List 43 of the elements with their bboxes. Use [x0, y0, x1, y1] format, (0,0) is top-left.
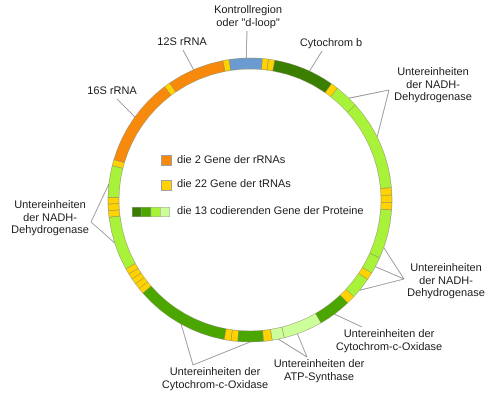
leader-line: [334, 314, 362, 328]
callout-label: Cytochrom b: [300, 37, 362, 50]
leader-line: [192, 342, 250, 366]
protein-gene-segment: [237, 330, 264, 342]
callout-label: 12S rRNA: [157, 36, 207, 48]
protein-gene-segment: [347, 104, 392, 189]
callout-label: Untereinheiten der NADH-Dehydrogenase: [393, 66, 473, 104]
legend-label: die 2 Gene der rRNAs: [177, 154, 286, 166]
leader-line: [180, 324, 194, 366]
leader-line: [90, 184, 110, 222]
callout-label: Untereinheiten der NADH-Dehydrogenase: [406, 262, 486, 300]
callout-label: Kontrollregion oder "d-loop": [209, 4, 287, 30]
protein-gene-segment: [362, 253, 380, 274]
protein-gene-segment: [281, 313, 322, 338]
leader-line: [348, 90, 390, 99]
leader-line: [116, 98, 136, 118]
callout-label: Untereinheiten der ATP-Synthase: [271, 358, 367, 383]
leader-line: [309, 50, 322, 72]
protein-gene-segment: [142, 286, 226, 340]
protein-gene-segment: [108, 216, 136, 270]
leader-line: [246, 30, 248, 58]
callout-label: Untereinheiten der Cytochrom-c-Oxidase: [335, 328, 443, 353]
leader-line: [278, 338, 308, 358]
leader-line: [182, 50, 194, 70]
rrna-gene-segment: [169, 60, 226, 92]
protein-gene-segment: [369, 208, 392, 258]
callout-label: 16S rRNA: [87, 85, 137, 98]
protein-gene-segment: [108, 165, 124, 198]
callout-label: Untereinheiten der Cytochrom-c-Oxidase: [161, 366, 269, 391]
protein-gene-segment: [346, 273, 368, 298]
protein-gene-segment: [272, 60, 332, 93]
protein-gene-segment: [270, 326, 285, 340]
callout-label: Untereinheiten der NADH-Dehydrogenase: [10, 199, 90, 236]
leader-line: [374, 266, 404, 280]
legend-label: die 13 codierenden Gene der Proteine: [177, 205, 364, 217]
leader-line: [383, 247, 404, 280]
legend-label: die 22 Gene der tRNAs: [177, 178, 291, 190]
leader-line: [297, 333, 308, 358]
control-region-segment: [228, 58, 263, 71]
protein-gene-segment: [330, 88, 356, 113]
protein-gene-segment: [315, 294, 348, 324]
leader-line: [376, 90, 390, 138]
leader-line: [90, 222, 116, 244]
